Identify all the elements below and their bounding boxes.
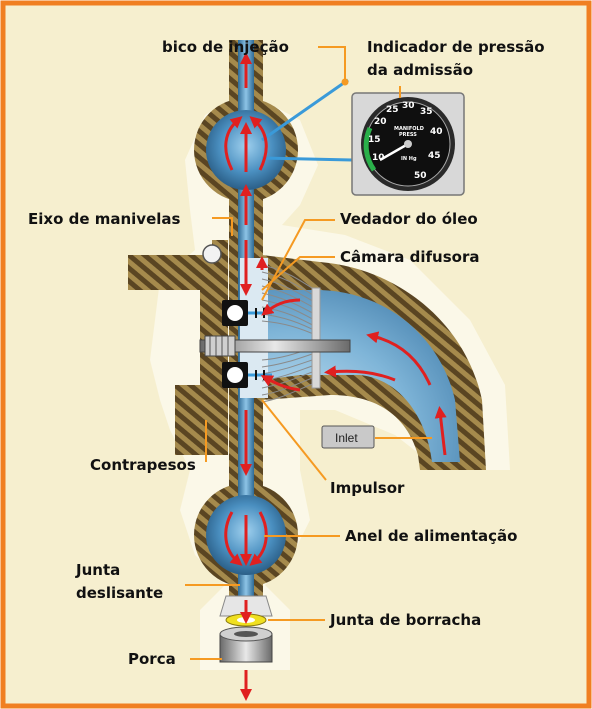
gauge-needle <box>379 142 409 162</box>
label-oil-seal: Vedador do óleo <box>340 210 478 228</box>
drive-shaft <box>199 335 351 357</box>
gauge-tick-30: 30 <box>402 101 415 111</box>
leader-oil-seal <box>261 219 335 301</box>
label-crankshaft: Eixo de manivelas <box>28 210 181 228</box>
manifold-gauge: 10 15 20 25 30 35 40 45 50 MANIFOLD PRES… <box>351 92 465 196</box>
gauge-tick-10: 10 <box>372 153 385 163</box>
leader-diffuser <box>261 256 335 291</box>
inlet-box: Inlet <box>321 425 375 449</box>
bottom-fittings <box>219 595 273 663</box>
gauge-title-line1: MANIFOLD <box>394 126 424 132</box>
gauge-tick-45: 45 <box>428 151 441 161</box>
leader-injector <box>318 46 346 80</box>
gauge-tick-50: 50 <box>414 171 427 181</box>
label-rubber-joint: Junta de borracha <box>329 611 481 629</box>
label-gauge-line2: da admissão <box>367 61 473 79</box>
label-counterweights: Contrapesos <box>90 456 196 474</box>
label-slip-joint-line1: Junta <box>75 561 120 579</box>
injector-lines <box>261 78 353 162</box>
gauge-tick-20: 20 <box>374 117 387 127</box>
nut-bore <box>234 631 258 637</box>
label-injector: bico de injeção <box>162 38 289 56</box>
leader-crankshaft <box>212 217 233 236</box>
gauge-units: IN Hg <box>401 156 417 162</box>
label-impeller: Impulsor <box>330 479 405 497</box>
gauge-hub <box>404 140 412 148</box>
label-slip-joint-line2: deslisante <box>76 584 163 602</box>
flow-arrows <box>224 52 447 701</box>
crank-pin <box>202 244 222 264</box>
leader-lines <box>185 46 432 660</box>
gauge-tick-25: 25 <box>386 105 399 115</box>
impeller <box>261 264 321 403</box>
gauge-tick-40: 40 <box>430 127 443 137</box>
gauge-tick-15: 15 <box>368 135 381 145</box>
gauge-title-line2: PRESS <box>399 132 417 138</box>
label-nut: Porca <box>128 650 176 668</box>
gauge-tick-35: 35 <box>420 107 433 117</box>
label-diffuser: Câmara difusora <box>340 248 479 266</box>
leader-impeller <box>261 399 327 481</box>
inlet-label: Inlet <box>335 431 358 445</box>
label-gauge-line1: Indicador de pressão <box>367 38 545 56</box>
label-feed-ring: Anel de alimentação <box>345 527 517 545</box>
crank-body <box>128 240 228 455</box>
